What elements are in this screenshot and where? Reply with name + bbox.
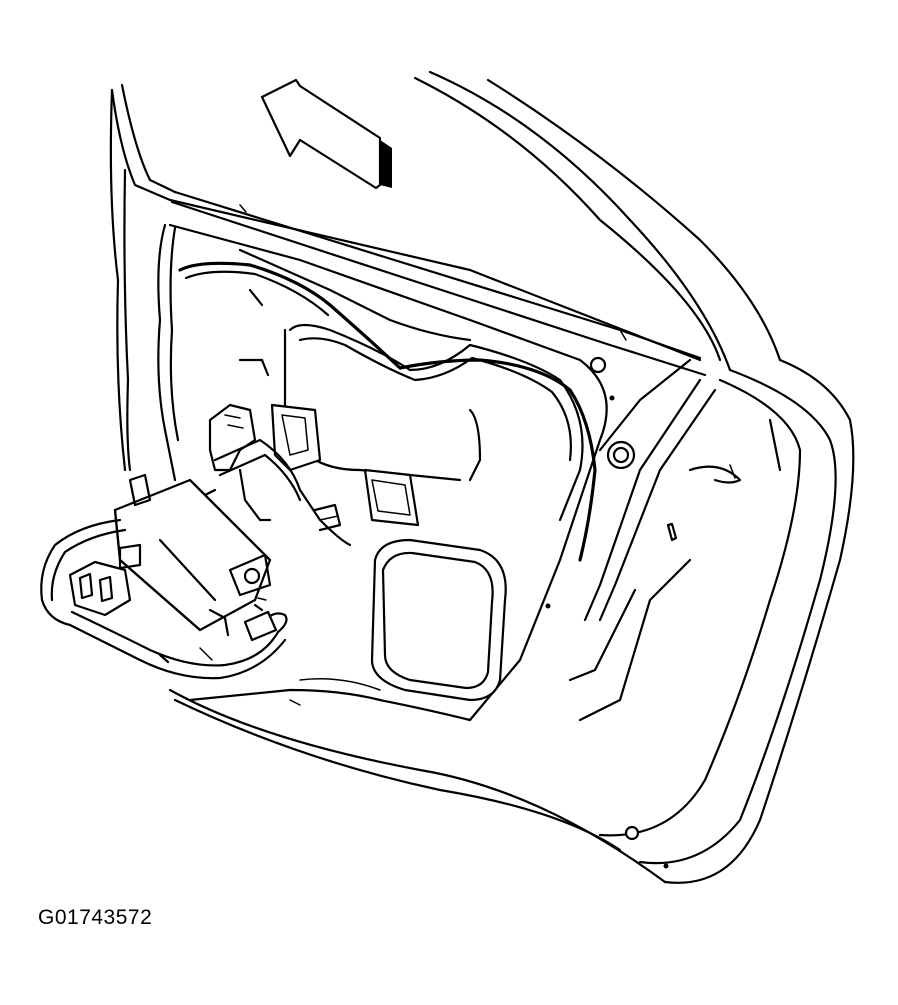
- door-module-actuator: [40, 473, 288, 680]
- door-frame: [109, 70, 855, 884]
- lower-panel-contour: [188, 678, 472, 722]
- lock-bracket: [203, 403, 352, 547]
- inner-panel: [157, 223, 782, 722]
- figure-id-label: G01743572: [38, 906, 153, 929]
- arrow-forward-icon: [260, 78, 392, 190]
- wiring-harness: [178, 261, 597, 562]
